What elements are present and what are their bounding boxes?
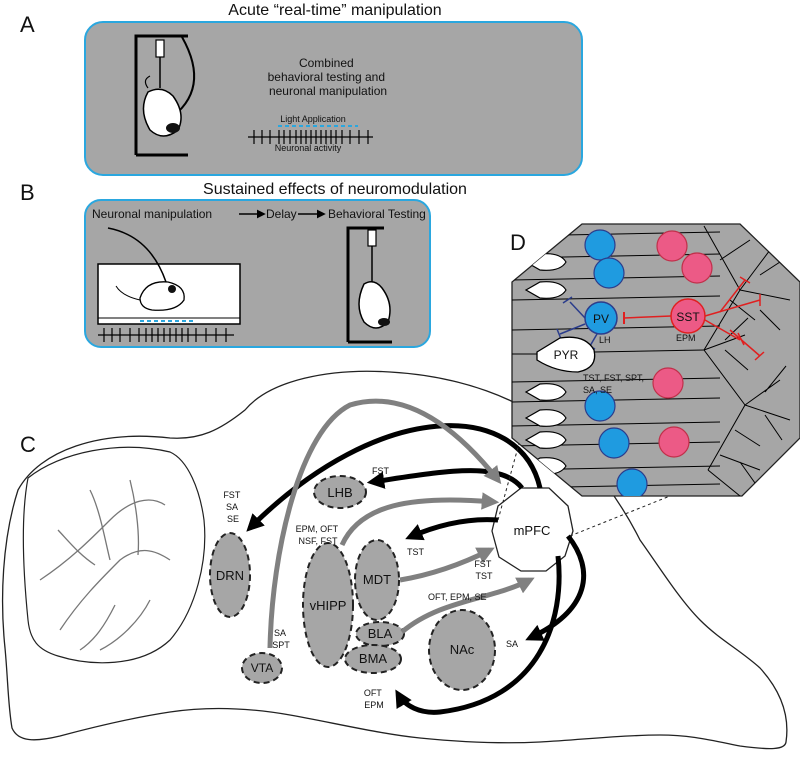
region-label-drn: DRN (216, 568, 244, 583)
region-mpfc (491, 487, 574, 572)
axon-line (512, 397, 721, 403)
axon-line (512, 295, 721, 301)
cerebellum-outline (22, 446, 206, 664)
sst-interneuron (652, 367, 684, 399)
region-label-bma: BMA (359, 651, 388, 666)
bla-tests: OFT, EPM, SE (428, 592, 487, 602)
nac-test: SA (506, 639, 518, 649)
region-labels: DRN LHB vHIPP MDT BLA BMA NAc VTA mPFC (216, 485, 551, 675)
flow-step-testing: Behavioral Testing (328, 207, 426, 221)
pv-interneuron (584, 390, 616, 422)
pyramidal-cell (524, 431, 567, 449)
panel-b: B Sustained effects of neuromodulation N… (20, 180, 467, 348)
region-nac (428, 609, 496, 691)
pv-test: LH (599, 335, 611, 345)
home-cage (97, 227, 241, 325)
region-label-bla: BLA (368, 626, 393, 641)
microcircuit-octagon (511, 223, 800, 497)
region-label-mdt: MDT (363, 572, 391, 587)
sst-interneuron (656, 230, 688, 262)
suspension-apparatus-b (346, 226, 392, 344)
axon-line (512, 377, 721, 383)
neuronal-activity-raster-b (98, 328, 234, 342)
panel-c-letter: C (20, 432, 36, 457)
panel-a-description: Combined behavioral testing and neuronal… (268, 56, 389, 98)
panel-a-title: Acute “real-time” manipulation (228, 2, 441, 19)
pyr-cell (536, 336, 596, 373)
region-bma (344, 644, 402, 674)
projection-vhipp-mpfc (339, 492, 500, 547)
region-mdt (354, 539, 400, 621)
pv-interneuron (598, 427, 630, 459)
projection-mpfc-drn (246, 423, 543, 532)
zoom-line-right (569, 491, 681, 537)
region-label-vhipp: vHIPP (310, 598, 347, 613)
region-vta (241, 652, 283, 684)
region-label-vta: VTA (251, 661, 273, 675)
bma-tests: OFT EPM (364, 688, 384, 710)
panel-a-box (84, 21, 583, 176)
mdt-test: TST (407, 547, 425, 557)
panel-d-letter: D (510, 230, 526, 255)
light-application-label: Light Application (280, 114, 346, 124)
behavior-test-labels: FST SA SE FST EPM, OFT NSF, FST TST FST … (223, 466, 518, 710)
interneurons (584, 229, 713, 496)
neuronal-activity-label: Neuronal activity (275, 143, 342, 153)
region-bla (355, 621, 405, 647)
pyramidal-cell (524, 281, 567, 299)
projection-mdt-mpfc (399, 547, 495, 583)
panel-a: A Acute “real-time” manipulation Combine… (20, 2, 583, 176)
projection-mpfc-bma (395, 555, 562, 715)
sst-test: EPM (676, 333, 696, 343)
region-label-lhb: LHB (327, 485, 352, 500)
zoom-line-left (497, 439, 521, 521)
pyr-dendrite (593, 349, 705, 353)
pv-interneuron (584, 229, 616, 261)
neuronal-activity-raster (248, 130, 373, 144)
panel-a-letter: A (20, 12, 35, 37)
flow-step-manipulation: Neuronal manipulation (92, 207, 212, 221)
pyr-tests: TST, FST, SPT, SA, SE (583, 373, 647, 395)
brain-regions (209, 475, 574, 691)
panel-b-title: Sustained effects of neuromodulation (203, 181, 467, 198)
region-drn (209, 532, 251, 618)
projections (246, 398, 587, 715)
pyr-label: PYR (554, 348, 579, 362)
projection-mpfc-lhb (366, 468, 524, 490)
sst-label: SST (676, 310, 700, 324)
drn-tests: FST SA SE (223, 490, 242, 524)
pv-interneuron (593, 257, 625, 289)
lhb-test: FST (372, 466, 390, 476)
pyramidal-cell (524, 409, 567, 427)
vhipp-tests: EPM, OFT NSF, FST (296, 524, 341, 546)
projection-vta-mpfc (267, 398, 502, 649)
mouse-icon (142, 75, 182, 137)
sst-interneuron (681, 252, 713, 284)
flow-step-delay: Delay (266, 207, 297, 221)
region-lhb (313, 475, 367, 509)
pv-label: PV (593, 312, 609, 326)
projection-bla-mpfc (400, 577, 535, 634)
projection-mpfc-mdt (405, 517, 499, 541)
sst-interneuron (658, 426, 690, 458)
panel-d: D PV LH SST EPM (497, 223, 800, 537)
region-vhipp (302, 542, 354, 668)
cerebellum-folia (39, 479, 171, 651)
panel-b-letter: B (20, 180, 35, 205)
mpfc-tests: FST TST (474, 559, 493, 581)
region-label-mpfc: mPFC (514, 523, 551, 538)
vta-tests: SA SPT (272, 628, 290, 650)
pv-interneuron (616, 468, 648, 496)
pyramidal-cell (524, 383, 567, 401)
region-label-nac: NAc (450, 642, 475, 657)
